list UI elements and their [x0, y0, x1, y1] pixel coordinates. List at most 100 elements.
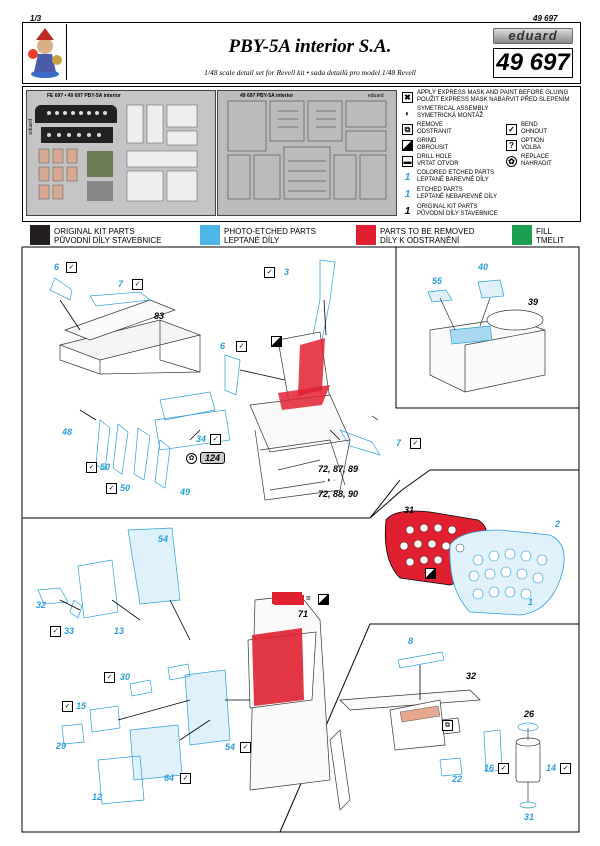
- key-swatch-remove: [356, 225, 376, 245]
- bend-checkbox: ✓: [560, 763, 571, 774]
- bend-checkbox: ✓: [236, 341, 247, 352]
- part-label: 8: [408, 636, 414, 646]
- part-label: 6: [220, 341, 226, 351]
- bend-checkbox: ✓: [132, 279, 143, 290]
- equals-sign: =: [306, 594, 311, 603]
- legend-text: ORIGINAL KIT PARTS: [417, 204, 478, 210]
- legend-text: ETCHED PARTS: [417, 187, 463, 193]
- legend-number: 1: [404, 188, 411, 200]
- part-label: 6: [54, 262, 60, 272]
- part-label: 16: [484, 763, 495, 773]
- bend-checkbox: ✓: [210, 434, 221, 445]
- part-label: 29: [56, 741, 67, 751]
- bend-checkbox: ✓: [86, 462, 97, 473]
- key-text: PŮVODNÍ DÍLY STAVEBNICE: [54, 236, 162, 245]
- bend-checkbox: ✓: [498, 763, 509, 774]
- bend-checkbox: ✓: [240, 742, 251, 753]
- grind-icon: [402, 139, 413, 151]
- part-label: 31: [404, 505, 415, 515]
- mask-icon: ✖: [402, 91, 413, 103]
- part-label: 54: [158, 534, 169, 544]
- fret-right-label: 49 697 PBY-5A interior: [240, 93, 294, 99]
- replace-icon: ✿: [506, 155, 517, 167]
- part-label: 32: [466, 671, 477, 681]
- legend-text: APPLY EXPRESS MASK AND PAINT BEFORE GLUI…: [417, 90, 569, 96]
- key-text: PARTS TO BE REMOVED: [380, 227, 475, 236]
- part-label: 39: [528, 297, 539, 307]
- bend-checkbox: ✓: [410, 438, 421, 449]
- remove-icon: ⧉: [402, 123, 413, 135]
- key-text: ORIGINAL KIT PARTS: [54, 227, 135, 236]
- replace-checkbox: ✿: [186, 453, 197, 464]
- document-code: 49 697: [533, 14, 558, 23]
- legend-text: REMOVE: [417, 122, 444, 128]
- legend-text: ODSTRANIT: [417, 129, 452, 135]
- part-label: 49: [180, 487, 191, 497]
- grind-checkbox: [271, 336, 282, 347]
- part-label: 124: [200, 452, 226, 464]
- bend-checkbox: ✓: [104, 672, 115, 683]
- legend-text: VOLBA: [521, 145, 542, 151]
- part-label: 1: [528, 597, 534, 607]
- symmetric-icon: ◐: [405, 108, 410, 118]
- part-label: 2: [555, 519, 561, 529]
- grind-checkbox: [425, 568, 436, 579]
- remove-checkbox: ⧉: [442, 720, 453, 731]
- page-subtitle: 1/48 scale detail set for Revell kit • s…: [204, 68, 416, 77]
- legend-number: 1: [404, 171, 411, 183]
- part-label: 7: [396, 438, 402, 448]
- legend-text: OHNOUT: [521, 129, 547, 135]
- part-label: 34: [196, 434, 207, 444]
- part-label: 22: [452, 774, 463, 784]
- legend-text: REPLACE: [521, 154, 550, 160]
- bend-checkbox: ✓: [180, 773, 191, 784]
- part-label: 54: [225, 742, 236, 752]
- eduard-brand-badge: eduard: [493, 28, 573, 44]
- fret-left-label: FE 697 • 49 697 PBY-5A interior: [47, 93, 121, 99]
- fret-left: FE 697 • 49 697 PBY-5A interior eduard: [26, 90, 216, 216]
- legend-mask: ✖ APPLY EXPRESS MASK AND PAINT BEFORE GL…: [402, 90, 569, 104]
- bend-icon: ✓: [506, 123, 517, 135]
- legend-text: SYMETRICKÁ MONTÁŽ: [417, 113, 484, 119]
- part-label: 3: [284, 267, 290, 277]
- part-label: 31: [524, 812, 535, 822]
- key-swatch-original: [30, 225, 50, 245]
- part-label: 40: [478, 262, 489, 272]
- key-swatch-etched: [200, 225, 220, 245]
- legend-text: BEND: [521, 122, 538, 128]
- legend-text: COLORED ETCHED PARTS: [417, 170, 495, 176]
- bend-checkbox: ✓: [50, 626, 61, 637]
- part-label: 32: [36, 600, 47, 610]
- legend-text: PŮVODNÍ DÍLY STAVEBNICE: [417, 211, 498, 217]
- symmetric-icon: ◐: [325, 476, 334, 485]
- grind-checkbox: [318, 594, 329, 605]
- part-label: 12: [92, 792, 103, 802]
- part-label: 30: [120, 672, 131, 682]
- legend-text: SYMETRICAL ASSEMBLY: [417, 106, 489, 112]
- part-label: 15: [76, 701, 87, 711]
- part-label: 26: [524, 709, 535, 719]
- part-label: 72, 88, 90: [318, 489, 359, 499]
- bend-checkbox: ✓: [62, 701, 73, 712]
- legend-text: DRILL HOLE: [417, 154, 452, 160]
- part-label: 55: [432, 276, 443, 286]
- page-title: PBY-5A interior S.A.: [228, 36, 392, 57]
- remove-swatch: [272, 592, 302, 604]
- part-label: 50: [100, 462, 111, 472]
- part-label: 7: [118, 279, 124, 289]
- legend-text: LEPTANÉ BAREVNÉ DÍLY: [417, 177, 489, 183]
- fret-right: 49 697 PBY-5A interior eduard: [217, 90, 397, 216]
- part-label: 50: [120, 483, 131, 493]
- legend-text: OBROUSIT: [417, 145, 449, 151]
- key-text: LEPTANÉ DÍLY: [224, 236, 280, 245]
